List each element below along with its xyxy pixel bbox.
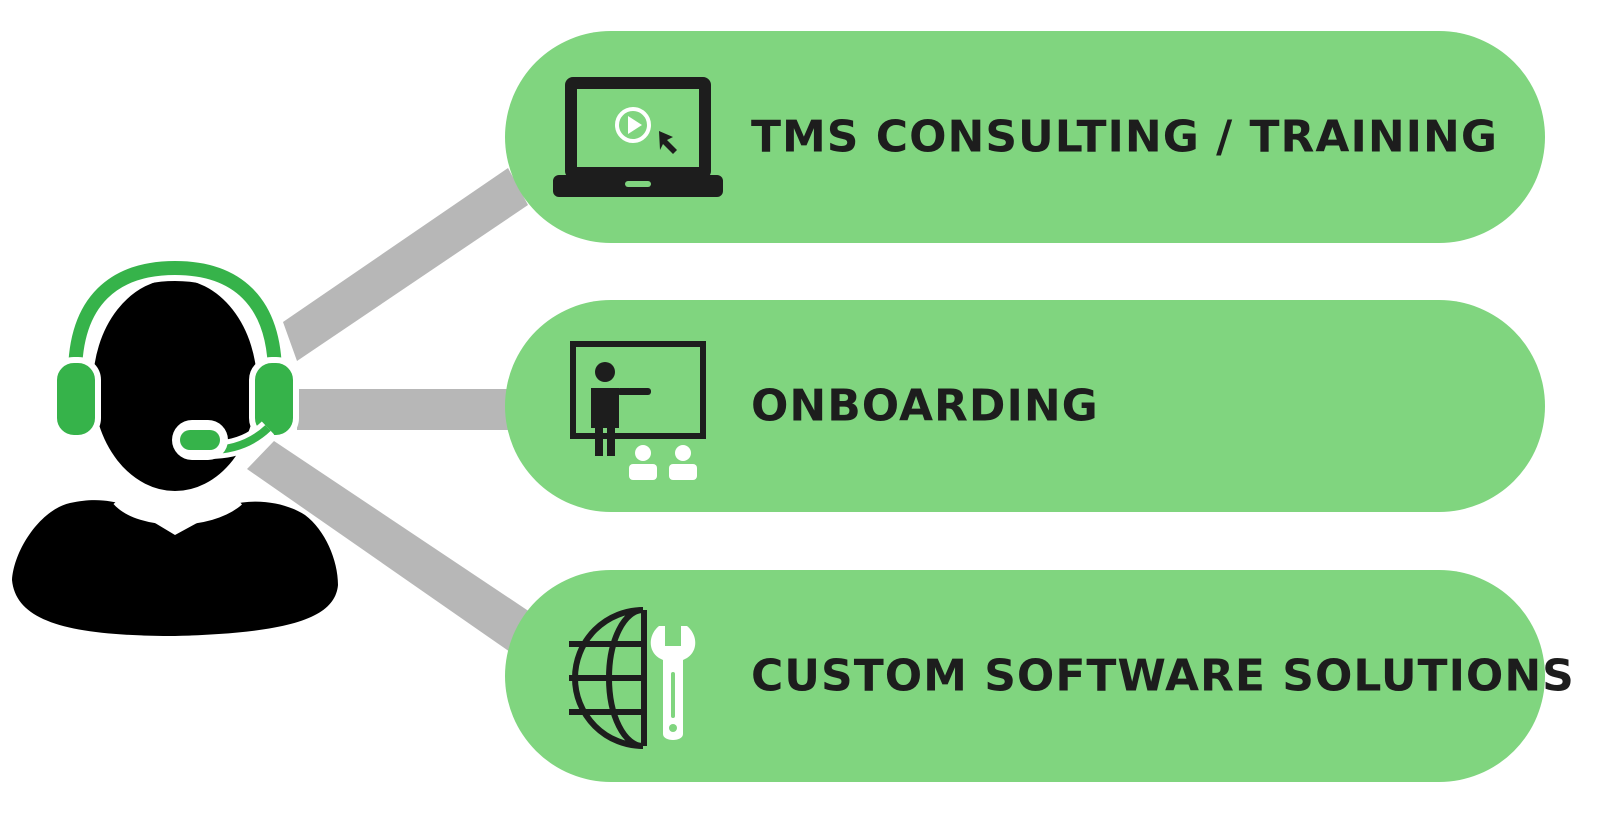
customer-support-agent-icon xyxy=(12,254,338,636)
service-label: CUSTOM SOFTWARE SOLUTIONS xyxy=(751,650,1575,702)
presentation-board-icon xyxy=(570,341,706,480)
service-pill-tms-consulting-training: TMS CONSULTING / TRAINING xyxy=(505,31,1545,243)
globe-wrench-icon xyxy=(569,607,696,749)
connector-bottom xyxy=(247,441,530,652)
connector-middle xyxy=(297,389,512,430)
service-label: ONBOARDING xyxy=(751,380,1099,432)
service-pill-custom-software-solutions: CUSTOM SOFTWARE SOLUTIONS xyxy=(505,570,1574,782)
service-pill-onboarding: ONBOARDING xyxy=(505,300,1545,512)
connector-top xyxy=(283,168,528,361)
service-label: TMS CONSULTING / TRAINING xyxy=(751,111,1498,163)
laptop-video-icon xyxy=(553,77,723,197)
